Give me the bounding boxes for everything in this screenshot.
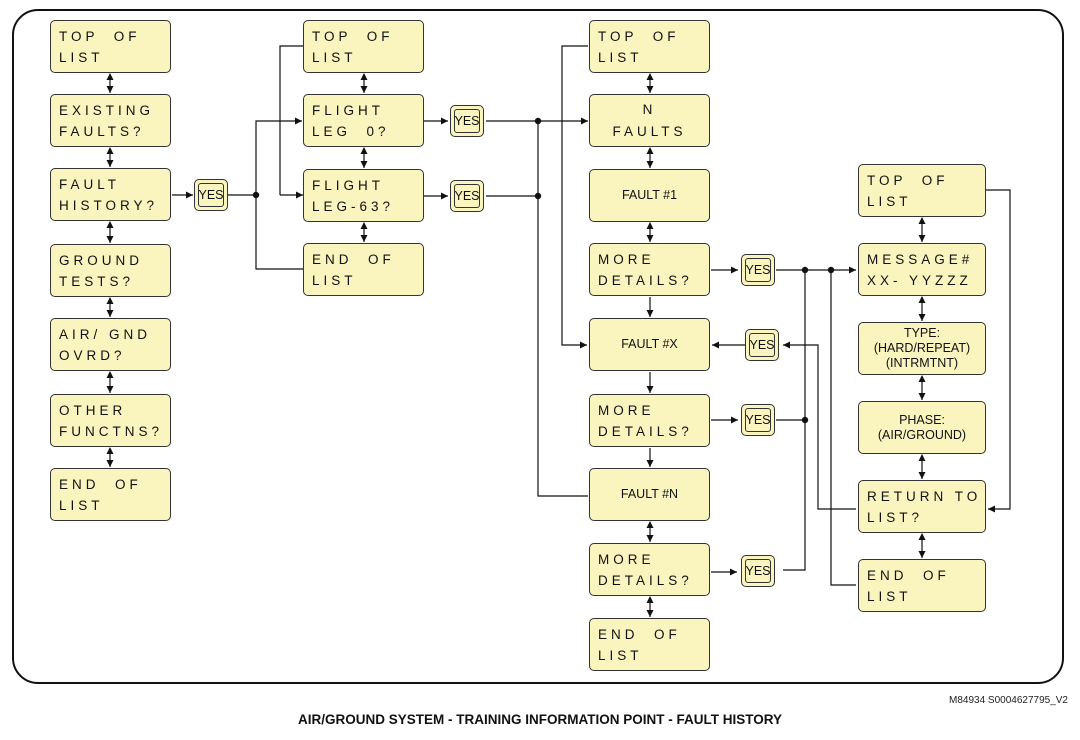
box-line1: GROUND — [59, 253, 143, 268]
yes-label: YES — [749, 333, 775, 357]
box-line2: LIST — [59, 50, 104, 65]
diagram-frame — [12, 9, 1064, 684]
yes-key-flight-leg-0: YES — [450, 105, 484, 137]
box-type: TYPE:(HARD/REPEAT)(INTRMTNT) — [858, 322, 986, 375]
box-line2: LIST — [867, 194, 912, 209]
box-fault-1: FAULT #1 — [589, 169, 710, 222]
box-line1: TOP OF — [598, 29, 680, 44]
box-phase: PHASE:(AIR/GROUND) — [858, 401, 986, 454]
box-line2: FAULTS — [612, 123, 687, 139]
box-line2: DETAILS? — [598, 273, 693, 288]
yes-key-more-details-3: YES — [741, 555, 775, 587]
box-line1: END OF — [867, 568, 950, 583]
box-line2: LEG-63? — [312, 199, 395, 214]
yes-label: YES — [745, 559, 771, 583]
box-other-functns: OTHER FUNCTNS? — [50, 394, 171, 447]
yes-label: YES — [454, 109, 480, 133]
box-line2: LIST — [867, 589, 912, 604]
box-line2: LIST — [312, 50, 357, 65]
box-line1: OTHER — [59, 403, 127, 418]
box-line1: TOP OF — [59, 29, 141, 44]
box-line2: OVRD? — [59, 348, 126, 363]
box-line1: FLIGHT — [312, 103, 385, 118]
box-line2: (HARD/REPEAT) — [873, 341, 971, 355]
yes-label: YES — [198, 183, 224, 207]
box-line1: END OF — [312, 252, 395, 267]
box-line2: DETAILS? — [598, 424, 693, 439]
box-line2: LEG 0? — [312, 124, 390, 139]
yes-label: YES — [454, 184, 480, 208]
box-top-of-list-2: TOP OF LIST — [303, 20, 424, 73]
box-existing-faults: EXISTING FAULTS? — [50, 94, 171, 147]
box-line2: FAULTS? — [59, 124, 145, 139]
box-line1: MORE — [598, 403, 655, 418]
box-n-faults: N FAULTS — [589, 94, 710, 147]
yes-label: YES — [745, 258, 771, 282]
box-line2: LIST? — [867, 510, 924, 525]
box-end-of-list-2: END OF LIST — [303, 243, 424, 296]
box-line1: TOP OF — [867, 173, 949, 188]
box-end-of-list-1: END OF LIST — [50, 468, 171, 521]
box-line1: MORE — [598, 552, 655, 567]
box-line1: TYPE: — [903, 326, 941, 340]
box-more-details-3: MORE DETAILS? — [589, 543, 710, 596]
box-line1: FAULT — [59, 177, 121, 192]
box-line2: LIST — [59, 498, 104, 513]
box-line1: N — [642, 101, 657, 117]
yes-key-more-details-1: YES — [741, 254, 775, 286]
box-more-details-2: MORE DETAILS? — [589, 394, 710, 447]
yes-key-flight-leg-63: YES — [450, 180, 484, 212]
box-end-of-list-3: END OF LIST — [589, 618, 710, 671]
box-fault-x: FAULT #X — [589, 318, 710, 371]
box-air-gnd-ovrd: AIR/ GND OVRD? — [50, 318, 171, 371]
box-line1: TOP OF — [312, 29, 394, 44]
box-text: FAULT #1 — [621, 188, 678, 202]
box-flight-leg-63: FLIGHT LEG-63? — [303, 169, 424, 222]
box-line1: PHASE: — [899, 412, 945, 427]
box-line2: TESTS? — [59, 274, 135, 289]
box-text: FAULT #X — [621, 337, 678, 351]
box-return-to-list: RETURN TO LIST? — [858, 480, 986, 533]
box-line2: HISTORY? — [59, 198, 159, 213]
box-fault-history: FAULT HISTORY? — [50, 168, 171, 221]
box-line2: (AIR/GROUND) — [877, 427, 967, 442]
box-message: MESSAGE# XX- YYZZZ — [858, 243, 986, 296]
box-line2: LIST — [598, 50, 643, 65]
box-line1: END OF — [59, 477, 142, 492]
box-line1: EXISTING — [59, 103, 155, 118]
box-line3: (INTRMTNT) — [885, 356, 959, 370]
yes-label: YES — [745, 408, 771, 432]
box-top-of-list-4: TOP OF LIST — [858, 164, 986, 217]
figure-code: M84934 S0004627795_V2 — [949, 695, 1068, 706]
yes-key-return-to-list: YES — [745, 329, 779, 361]
box-line1: END OF — [598, 627, 681, 642]
yes-key-fault-history: YES — [194, 179, 228, 211]
box-line1: MESSAGE# — [867, 252, 974, 267]
box-line1: FLIGHT — [312, 178, 385, 193]
yes-key-more-details-2: YES — [741, 404, 775, 436]
box-line2: LIST — [598, 648, 643, 663]
box-line2: FUNCTNS? — [59, 424, 164, 439]
box-top-of-list-3: TOP OF LIST — [589, 20, 710, 73]
box-ground-tests: GROUND TESTS? — [50, 244, 171, 297]
box-flight-leg-0: FLIGHT LEG 0? — [303, 94, 424, 147]
figure-caption: AIR/GROUND SYSTEM - TRAINING INFORMATION… — [298, 712, 782, 727]
box-line2: DETAILS? — [598, 573, 693, 588]
box-end-of-list-4: END OF LIST — [858, 559, 986, 612]
box-line2: LIST — [312, 273, 357, 288]
box-line2: XX- YYZZZ — [867, 273, 972, 288]
box-line1: RETURN TO — [867, 489, 982, 504]
box-more-details-1: MORE DETAILS? — [589, 243, 710, 296]
box-fault-n: FAULT #N — [589, 468, 710, 521]
box-top-of-list-1: TOP OF LIST — [50, 20, 171, 73]
box-line1: MORE — [598, 252, 655, 267]
box-text: FAULT #N — [620, 487, 679, 501]
box-line1: AIR/ GND — [59, 327, 152, 342]
